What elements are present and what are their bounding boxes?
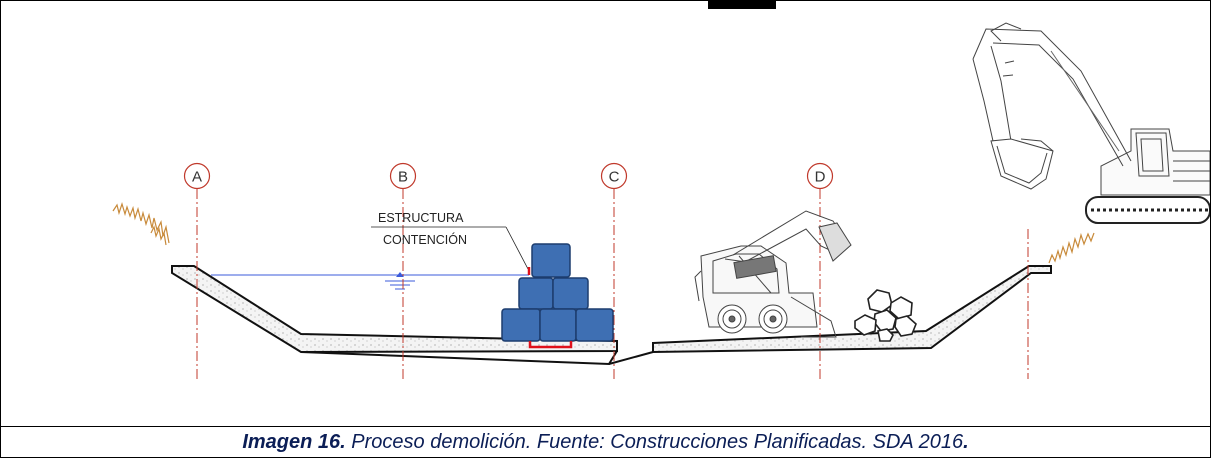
excavator-icon [972, 22, 1210, 224]
axis-marker-b: B [389, 162, 417, 190]
demolition-cross-section: A B C D ESTRUCTURA CONTENCIÓN [112, 22, 1210, 379]
structure-label-line1: ESTRUCTURA [378, 211, 464, 225]
structure-label-line2: CONTENCIÓN [383, 232, 467, 247]
axis-marker-c: C [600, 162, 628, 190]
channel-slab-left [171, 265, 618, 354]
retaining-structure [501, 243, 614, 342]
axis-marker-d: D [806, 162, 834, 190]
figure-caption: Imagen 16. Proceso demolición. Fuente: C… [1, 427, 1210, 457]
rubble-pile-icon [854, 289, 917, 342]
caption-trail: . [963, 431, 969, 453]
channel-bottom [300, 350, 618, 366]
caption-text: Proceso demolición. Fuente: Construccion… [345, 431, 964, 453]
axis-label-a: A [192, 169, 202, 186]
grass-tuft-icon [1048, 232, 1095, 264]
grass-tuft-icon [112, 202, 170, 246]
structure-red-edge [527, 267, 573, 349]
caption-divider [1, 426, 1210, 427]
structure-callout: ESTRUCTURA CONTENCIÓN [371, 211, 529, 270]
top-tab-marker [708, 1, 776, 9]
caption-lead: Imagen 16. [242, 431, 346, 453]
axis-lines [196, 189, 1029, 379]
axis-marker-a: A [183, 162, 211, 190]
axis-label-c: C [609, 169, 620, 186]
skid-steer-loader-icon [694, 210, 852, 338]
axis-label-b: B [398, 169, 408, 186]
channel-slab-right [652, 265, 1052, 354]
axis-label-d: D [815, 169, 826, 186]
water-level-icon [385, 272, 415, 290]
